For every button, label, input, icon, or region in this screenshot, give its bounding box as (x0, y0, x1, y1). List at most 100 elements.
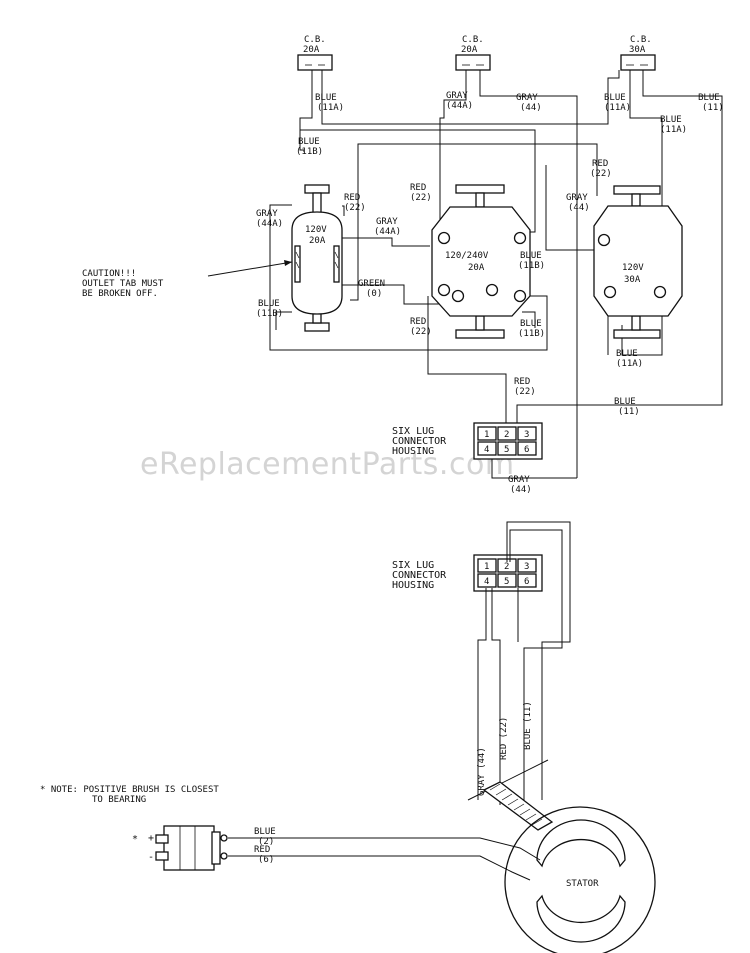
svg-text:GRAY: GRAY (508, 475, 530, 485)
svg-text:(0): (0) (366, 289, 382, 299)
svg-text:(2): (2) (258, 837, 274, 847)
svg-text:(11B): (11B) (518, 261, 545, 271)
svg-text:2: 2 (504, 562, 509, 572)
svg-text:CAUTION!!!: CAUTION!!! (82, 269, 136, 279)
svg-text:(22): (22) (410, 193, 432, 203)
duplex-amps: 20A (309, 236, 326, 246)
svg-text:4: 4 (484, 577, 489, 587)
svg-text:* NOTE: POSITIVE BRUSH IS CLOS: * NOTE: POSITIVE BRUSH IS CLOSEST (40, 785, 219, 795)
duplex-outlet: 120V 20A (291, 184, 343, 332)
svg-text:CONNECTOR: CONNECTOR (392, 570, 447, 581)
svg-text:6: 6 (524, 445, 529, 455)
twist-20-amps: 20A (468, 263, 485, 273)
svg-text:GRAY: GRAY (566, 193, 588, 203)
svg-text:BLUE: BLUE (298, 137, 320, 147)
svg-text:(44): (44) (520, 103, 542, 113)
svg-text:BLUE: BLUE (315, 93, 337, 103)
breaker-2-rating: 20A (461, 45, 478, 55)
stator-lead-labels: GRAY (44) RED (22) BLUE (11) (477, 701, 533, 796)
stator-label: STATOR (566, 879, 599, 889)
connector-top: SIX LUG CONNECTOR HOUSING 1 2 3 4 5 6 (392, 422, 543, 460)
connector-bottom: SIX LUG CONNECTOR HOUSING 1 2 3 4 5 6 (392, 554, 543, 592)
svg-text:RED: RED (344, 193, 360, 203)
svg-text:BLUE: BLUE (660, 115, 682, 125)
svg-text:(44): (44) (568, 203, 590, 213)
svg-text:5: 5 (504, 445, 509, 455)
caution-note: CAUTION!!! OUTLET TAB MUST BE BROKEN OFF… (82, 269, 164, 299)
svg-text:GRAY: GRAY (256, 209, 278, 219)
svg-text:(6): (6) (258, 855, 274, 865)
svg-text:RED: RED (410, 183, 426, 193)
breaker-1: C.B. 20A (297, 35, 333, 71)
svg-text:RED: RED (254, 845, 270, 855)
svg-text:(22): (22) (344, 203, 366, 213)
breaker-1-label: C.B. (304, 35, 326, 45)
svg-text:BLUE: BLUE (520, 251, 542, 261)
svg-text:5: 5 (504, 577, 509, 587)
twist-20-voltage: 120/240V (445, 251, 489, 261)
svg-text:OUTLET TAB MUST: OUTLET TAB MUST (82, 279, 164, 289)
svg-text:(11B): (11B) (256, 309, 283, 319)
svg-text:(11B): (11B) (518, 329, 545, 339)
svg-text:BLUE: BLUE (616, 349, 638, 359)
svg-text:4: 4 (484, 445, 489, 455)
svg-text:RED: RED (514, 377, 530, 387)
svg-text:(44A): (44A) (256, 219, 283, 229)
svg-text:BLUE: BLUE (258, 299, 280, 309)
wire-labels-top: BLUE (11A) GRAY (44A) GRAY (44) BLUE (11… (256, 91, 724, 495)
svg-text:GREEN: GREEN (358, 279, 385, 289)
svg-text:BLUE: BLUE (520, 319, 542, 329)
svg-text:BLUE: BLUE (254, 827, 276, 837)
breaker-2-label: C.B. (462, 35, 484, 45)
svg-text:(44A): (44A) (374, 227, 401, 237)
svg-text:BLUE: BLUE (614, 397, 636, 407)
twist-lock-20a: 120/240V 20A (431, 184, 531, 339)
svg-text:RED (22): RED (22) (499, 717, 509, 760)
svg-text:SIX LUG: SIX LUG (392, 426, 434, 437)
svg-text:GRAY: GRAY (516, 93, 538, 103)
svg-text:(22): (22) (514, 387, 536, 397)
twist-lock-30a: 120V 30A (593, 185, 683, 339)
breaker-2: C.B. 20A (455, 35, 491, 71)
svg-text:(11): (11) (618, 407, 640, 417)
svg-text:(44): (44) (510, 485, 532, 495)
watermark: eReplacementParts.com (140, 447, 515, 482)
svg-text:GRAY (44): GRAY (44) (477, 747, 487, 796)
svg-text:6: 6 (524, 577, 529, 587)
svg-text:(11B): (11B) (296, 147, 323, 157)
breaker-3-rating: 30A (629, 45, 646, 55)
svg-text:BLUE: BLUE (604, 93, 626, 103)
svg-text:*: * (132, 834, 138, 845)
svg-text:(44A): (44A) (446, 101, 473, 111)
svg-text:(11A): (11A) (660, 125, 687, 135)
twist-30-amps: 30A (624, 275, 641, 285)
svg-text:2: 2 (504, 430, 509, 440)
breaker-3: C.B. 30A (620, 35, 656, 71)
svg-text:GRAY: GRAY (446, 91, 468, 101)
svg-text:GRAY: GRAY (376, 217, 398, 227)
svg-text:(22): (22) (590, 169, 612, 179)
svg-text:1: 1 (484, 430, 489, 440)
svg-text:(11): (11) (702, 103, 724, 113)
svg-text:CONNECTOR: CONNECTOR (392, 436, 447, 447)
svg-text:RED: RED (592, 159, 608, 169)
twist-30-voltage: 120V (622, 263, 644, 273)
stator: STATOR (504, 806, 656, 953)
svg-text:+: + (148, 833, 154, 844)
svg-text:(11A): (11A) (604, 103, 631, 113)
note: * NOTE: POSITIVE BRUSH IS CLOSEST TO BEA… (40, 785, 219, 805)
svg-text:RED: RED (410, 317, 426, 327)
svg-text:-: - (148, 852, 154, 863)
svg-text:(11A): (11A) (317, 103, 344, 113)
svg-text:3: 3 (524, 430, 529, 440)
svg-text:HOUSING: HOUSING (392, 446, 434, 457)
brush-assembly: * + - BLUE (2) RED (6) (132, 825, 541, 881)
stator-lead-bundle (467, 521, 571, 831)
svg-text:BE BROKEN OFF.: BE BROKEN OFF. (82, 289, 158, 299)
svg-text:BLUE (11): BLUE (11) (523, 701, 533, 750)
svg-text:SIX LUG: SIX LUG (392, 560, 434, 571)
svg-text:(11A): (11A) (616, 359, 643, 369)
duplex-voltage: 120V (305, 225, 327, 235)
breaker-1-rating: 20A (303, 45, 320, 55)
